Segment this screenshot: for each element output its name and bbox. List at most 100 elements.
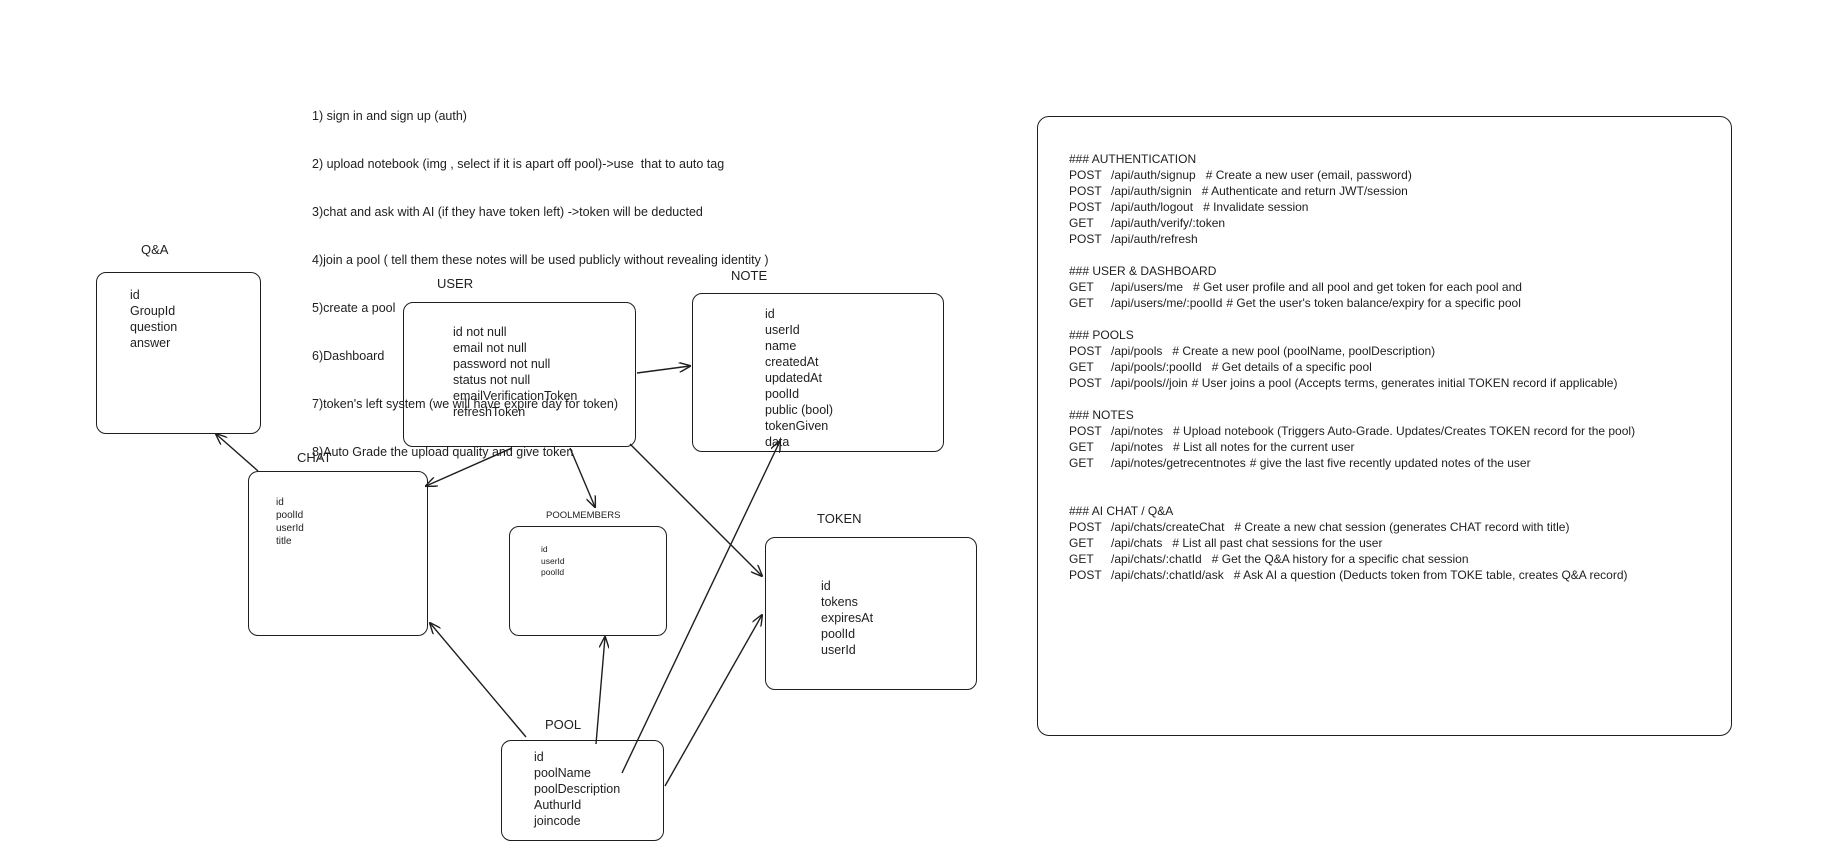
api-path: /api/notes bbox=[1111, 440, 1164, 454]
poolmembers-entity-fields: id userId poolId bbox=[541, 544, 565, 579]
entity-field: name bbox=[765, 339, 797, 353]
api-method: GET bbox=[1069, 536, 1094, 550]
api-section-heading: ### AUTHENTICATION bbox=[1069, 152, 1197, 166]
api-path: /api/pools/:poolId bbox=[1111, 360, 1202, 374]
entity-field: poolName bbox=[534, 766, 591, 780]
requirements-list: 1) sign in and sign up (auth) 2) upload … bbox=[312, 76, 769, 476]
api-comment: # Ask AI a question (Deducts token from … bbox=[1233, 568, 1628, 582]
api-comment: # give the last five recently updated no… bbox=[1249, 456, 1531, 470]
entity-field: refreshToken bbox=[453, 405, 526, 419]
api-route: GET/api/chats/:chatId# Get the Q&A histo… bbox=[1069, 551, 1635, 567]
user-entity-box[interactable] bbox=[403, 302, 636, 447]
api-comment: # Get user profile and all pool and get … bbox=[1193, 280, 1522, 294]
arrow-pool-to-token bbox=[664, 615, 762, 787]
api-method: POST bbox=[1069, 232, 1102, 246]
api-path: /api/pools bbox=[1111, 344, 1163, 358]
api-route: POST/api/chats/createChat# Create a new … bbox=[1069, 519, 1635, 535]
entity-field: emailVerificationToken bbox=[453, 389, 578, 403]
pool-entity-title: POOL bbox=[545, 717, 582, 732]
api-route: POST/api/auth/logout# Invalidate session bbox=[1069, 199, 1635, 215]
api-path: /api/pools//join bbox=[1111, 376, 1188, 390]
api-route: GET/api/pools/:poolId# Get details of a … bbox=[1069, 359, 1635, 375]
qa-entity-title: Q&A bbox=[141, 242, 169, 257]
entity-field: tokenGiven bbox=[765, 419, 829, 433]
api-method: GET bbox=[1069, 440, 1094, 454]
api-method: POST bbox=[1069, 520, 1102, 534]
api-section-heading: ### AI CHAT / Q&A bbox=[1069, 504, 1174, 518]
entity-field: poolId bbox=[765, 387, 800, 401]
chat-entity-fields: id poolId userId title bbox=[276, 496, 304, 548]
entity-field: poolId bbox=[541, 567, 565, 577]
api-route: POST/api/chats/:chatId/ask # Ask AI a que… bbox=[1069, 567, 1635, 583]
entity-field: userId bbox=[276, 523, 304, 534]
api-comment: # Upload notebook (Triggers Auto-Grade. … bbox=[1173, 424, 1636, 438]
api-method: GET bbox=[1069, 552, 1094, 566]
entity-field: createdAt bbox=[765, 355, 819, 369]
entity-field: id not null bbox=[453, 325, 507, 339]
entity-field: title bbox=[276, 536, 292, 547]
api-comment: # List all past chat sessions for the us… bbox=[1172, 536, 1383, 550]
api-comment: # Create a new pool (poolName, poolDescr… bbox=[1172, 344, 1436, 358]
entity-field: expiresAt bbox=[821, 611, 874, 625]
api-comment: # List all notes for the current user bbox=[1173, 440, 1355, 454]
api-method: POST bbox=[1069, 424, 1102, 438]
api-path: /api/chats/:chatId bbox=[1111, 552, 1202, 566]
entity-field: userId bbox=[821, 643, 856, 657]
api-path: /api/auth/logout bbox=[1111, 200, 1194, 214]
api-section-authentication: ### AUTHENTICATION POST/api/auth/signup#… bbox=[1069, 151, 1635, 247]
entity-field: poolDescription bbox=[534, 782, 621, 796]
api-route: POST/api/notes # Upload notebook (Trigger… bbox=[1069, 423, 1635, 439]
pool-entity-box[interactable] bbox=[501, 740, 664, 841]
entity-field: GroupId bbox=[130, 304, 176, 318]
qa-entity-box[interactable] bbox=[96, 272, 261, 434]
entity-field: userId bbox=[541, 555, 565, 566]
arrow-chat-to-qa bbox=[216, 434, 259, 472]
api-method: GET bbox=[1069, 280, 1094, 294]
api-path: /api/auth/refresh bbox=[1111, 232, 1198, 246]
entity-field: id bbox=[276, 497, 284, 508]
entity-field: id bbox=[130, 288, 140, 302]
api-method: GET bbox=[1069, 296, 1094, 310]
entity-field: id bbox=[821, 579, 831, 593]
api-section-heading: ### NOTES bbox=[1069, 408, 1134, 422]
api-route: POST/api/auth/refresh bbox=[1069, 231, 1635, 247]
api-path: /api/auth/signin bbox=[1111, 184, 1192, 198]
api-endpoints-panel[interactable] bbox=[1037, 116, 1732, 736]
entity-field: joincode bbox=[534, 814, 581, 828]
api-route: POST/api/pools# Create a new pool (poolN… bbox=[1069, 343, 1635, 359]
token-entity-title: TOKEN bbox=[817, 511, 862, 526]
note-entity-title: NOTE bbox=[731, 268, 768, 283]
api-method: POST bbox=[1069, 168, 1102, 182]
arrow-pool-to-chat bbox=[430, 623, 527, 738]
entity-field: email not null bbox=[453, 341, 527, 355]
api-comment: # Create a new chat session (generates C… bbox=[1234, 520, 1570, 534]
qa-entity-fields: id GroupId question answer bbox=[130, 287, 177, 351]
chat-entity-title: CHAT bbox=[297, 450, 332, 465]
api-section-user-dashboard: ### USER & DASHBOARD GET/api/users/me# G… bbox=[1069, 263, 1635, 311]
api-method: POST bbox=[1069, 568, 1102, 582]
api-path: /api/notes bbox=[1111, 424, 1164, 438]
api-path: /api/notes/getrecentnotes bbox=[1111, 456, 1246, 470]
arrow-pool-to-poolmembers bbox=[595, 637, 605, 745]
api-comment: # User joins a pool (Accepts terms, gene… bbox=[1191, 376, 1618, 390]
entity-field: id bbox=[765, 307, 775, 321]
poolmembers-entity-box[interactable] bbox=[509, 526, 667, 636]
api-route: POST/api/auth/signup# Create a new user … bbox=[1069, 167, 1635, 183]
api-path: /api/auth/signup bbox=[1111, 168, 1196, 182]
entity-field: AuthurId bbox=[534, 798, 582, 812]
api-method: GET bbox=[1069, 216, 1094, 230]
api-comment: # Get the user's token balance/expiry fo… bbox=[1226, 296, 1521, 310]
entity-field: updatedAt bbox=[765, 371, 822, 385]
note-entity-box[interactable] bbox=[692, 293, 944, 452]
api-route: POST/api/pools//join# User joins a pool … bbox=[1069, 375, 1635, 391]
api-path: /api/auth/verify/:token bbox=[1111, 216, 1226, 230]
api-path: /api/chats/:chatId/ask bbox=[1111, 568, 1224, 582]
api-section-pools: ### POOLS POST/api/pools# Create a new p… bbox=[1069, 327, 1635, 391]
api-method: GET bbox=[1069, 360, 1094, 374]
api-method: POST bbox=[1069, 376, 1102, 390]
api-endpoints-list: ### AUTHENTICATION POST/api/auth/signup#… bbox=[1069, 151, 1635, 599]
chat-entity-box[interactable] bbox=[248, 471, 428, 636]
api-route: GET/api/notes/getrecentnotes# give the l… bbox=[1069, 455, 1635, 471]
token-entity-fields: id tokens expiresAt poolId userId bbox=[821, 578, 873, 658]
api-section-heading: ### USER & DASHBOARD bbox=[1069, 264, 1217, 278]
